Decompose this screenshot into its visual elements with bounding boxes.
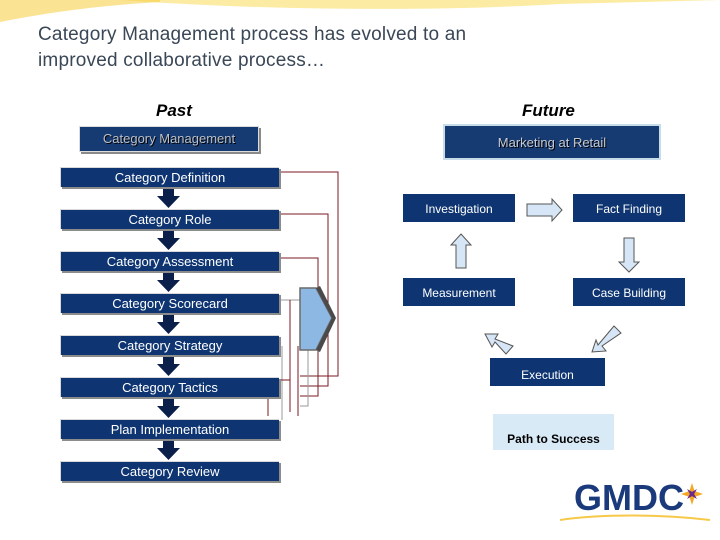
- cycle-arrows: [449, 197, 641, 355]
- gmdc-logo-text: GMDC: [574, 477, 684, 518]
- down-arrow-icon: [157, 273, 180, 292]
- step-category-assessment: Category Assessment: [60, 251, 279, 271]
- right-arrow-icon: [526, 197, 563, 223]
- step-category-tactics: Category Tactics: [60, 377, 279, 397]
- past-heading: Past: [156, 101, 192, 120]
- up-left-arrow-icon: [484, 333, 514, 355]
- gmdc-logo-graphic: GMDC: [560, 477, 710, 521]
- transition-arrow-icon: [299, 287, 333, 351]
- step-category-review: Category Review: [60, 461, 279, 481]
- step-category-scorecard: Category Scorecard: [60, 293, 279, 313]
- cycle-case-building: Case Building: [573, 278, 685, 306]
- down-arrow-icon: [157, 399, 180, 418]
- step-plan-implementation: Plan Implementation: [60, 419, 279, 439]
- cycle-measurement: Measurement: [403, 278, 515, 306]
- star-icon: [681, 483, 703, 505]
- path-to-success-box: Path to Success: [493, 414, 614, 450]
- down-arrow-icon: [157, 441, 180, 460]
- up-arrow-icon: [449, 233, 473, 269]
- step-category-definition: Category Definition: [60, 167, 279, 187]
- down-arrow-icon: [157, 189, 180, 208]
- down-arrow-icon: [157, 231, 180, 250]
- title-line-2: improved collaborative process…: [38, 50, 326, 71]
- down-arrow-icon: [157, 315, 180, 334]
- marketing-at-retail-header: Marketing at Retail: [443, 124, 661, 160]
- feedback-lines: [267, 171, 339, 420]
- step-category-role: Category Role: [60, 209, 279, 229]
- cycle-execution: Execution: [490, 358, 605, 386]
- title-line-1: Category Management process has evolved …: [38, 24, 467, 45]
- down-left-arrow-icon: [591, 325, 622, 353]
- header-swoosh: [0, 0, 720, 22]
- cycle-investigation: Investigation: [403, 194, 515, 222]
- down-arrow-icon: [617, 237, 641, 273]
- slide-title: Category Management process has evolved …: [38, 22, 558, 74]
- down-arrows: [157, 189, 180, 460]
- down-arrow-icon: [157, 357, 180, 376]
- transition-arrow-shadow: [316, 286, 336, 352]
- gmdc-logo: GMDC: [560, 470, 710, 526]
- cycle-fact-finding: Fact Finding: [573, 194, 685, 222]
- category-management-header: Category Management: [79, 126, 259, 152]
- future-heading: Future: [522, 101, 575, 120]
- step-category-strategy: Category Strategy: [60, 335, 279, 355]
